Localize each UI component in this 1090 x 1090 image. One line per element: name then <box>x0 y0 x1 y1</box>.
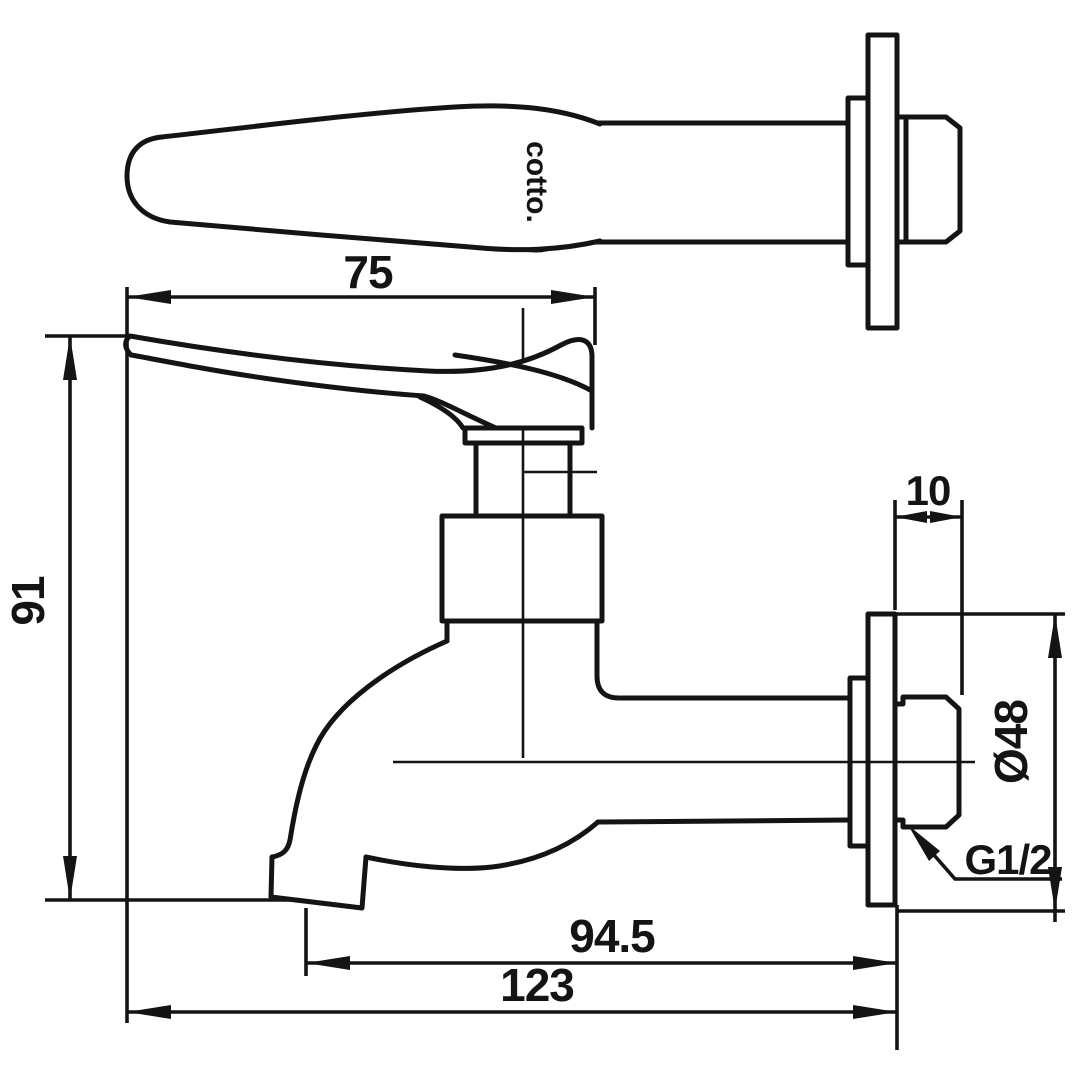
dimension-thread-callout: G1/2 <box>908 825 1062 883</box>
top-view-handle-outline <box>124 103 603 253</box>
front-body-sides <box>444 618 622 701</box>
front-spout-outlet <box>268 854 369 911</box>
dimensions: 75 91 10 Ø48 G1/2 <box>2 246 1065 1050</box>
dim-label-94-5: 94.5 <box>569 910 655 962</box>
dim-label-d48: Ø48 <box>985 700 1037 784</box>
front-neck <box>473 440 573 519</box>
brand-logo-text: cotto. <box>520 141 553 223</box>
front-flange <box>865 611 898 908</box>
dim-label-g12: G1/2 <box>964 836 1051 883</box>
front-spout-outer <box>269 638 450 860</box>
dim-label-123: 123 <box>500 959 574 1011</box>
dim-label-91: 91 <box>2 576 54 626</box>
front-cartridge-block <box>439 513 605 624</box>
front-bonnet-plate <box>462 425 585 446</box>
dimension-flange-diameter: Ø48 <box>897 612 1065 922</box>
top-view-flange <box>865 32 900 331</box>
top-view-body-tube <box>593 120 851 245</box>
dimension-spout-reach: 94.5 <box>304 905 899 1050</box>
top-view-handle-fill <box>127 105 600 250</box>
front-pipe <box>595 695 853 825</box>
top-view: cotto. <box>124 32 963 331</box>
dimension-handle-length: 75 <box>127 246 597 345</box>
front-spout-inner <box>363 819 601 871</box>
dimension-wall-offset: 10 <box>893 467 964 695</box>
top-view-collar <box>845 95 871 268</box>
dim-label-75: 75 <box>343 246 393 298</box>
front-handle-crease <box>417 352 595 431</box>
front-thread-nipple <box>892 694 962 830</box>
front-handle-fill <box>125 336 592 428</box>
dim-label-10: 10 <box>906 467 951 514</box>
top-view-thread-nipple <box>894 114 963 245</box>
front-view <box>123 308 975 911</box>
dimension-overall-height: 91 <box>2 334 293 902</box>
dimension-overall-reach: 123 <box>127 959 897 1019</box>
